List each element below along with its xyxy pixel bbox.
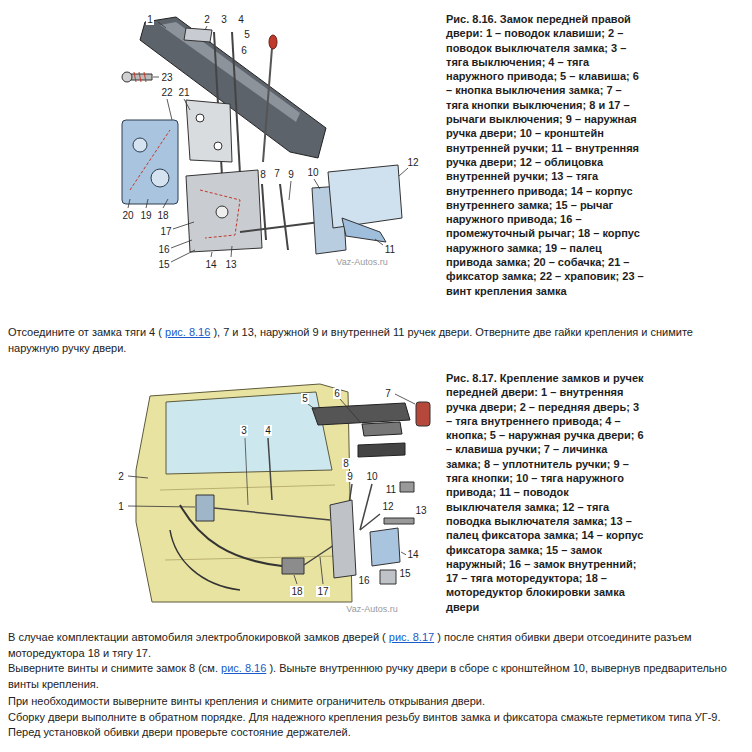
callout-number: 18 (156, 210, 169, 221)
paragraph: Перед установкой обивки двери проверьте … (8, 725, 740, 741)
callout-number: 3 (220, 14, 228, 25)
paragraph: В случае комплектации автомобиля электро… (8, 630, 740, 661)
figure-link: рис. 8.17 (389, 631, 434, 643)
callout-number: 23 (160, 72, 173, 83)
callout-number: 17 (316, 586, 329, 597)
watermark: Vaz-Autos.ru (335, 257, 388, 267)
callout-number: 19 (139, 210, 152, 221)
callout-number: 5 (243, 29, 251, 40)
paragraph: При необходимости выверните винты крепле… (8, 694, 740, 710)
callout-number: 2 (203, 14, 211, 25)
callout-number: 3 (240, 425, 248, 436)
callout-number: 5 (301, 393, 309, 404)
figure-link: рис. 8.16 (165, 326, 210, 338)
callout-number: 17 (159, 226, 172, 237)
callout-number: 18 (290, 586, 303, 597)
callout-number: 9 (346, 471, 354, 482)
figure-caption: Рис. 8.16. Замок передней правой двери: … (446, 12, 646, 298)
body-text: Перед установкой обивки двери проверьте … (8, 726, 351, 738)
body-text: Сборку двери выполните в обратном порядк… (8, 711, 721, 723)
callout-number: 13 (414, 505, 427, 516)
watermark: Vaz-Autos.ru (345, 604, 398, 614)
figure-link: рис. 8.16 (221, 662, 266, 674)
callout-number: 12 (381, 501, 394, 512)
callout-number: 1 (117, 501, 125, 512)
callout-number: 8 (259, 169, 267, 180)
callout-number: 15 (398, 568, 411, 579)
callout-number: 6 (333, 388, 341, 399)
callout-number: 22 (160, 87, 173, 98)
paragraph: Сборку двери выполните в обратном порядк… (8, 710, 740, 726)
body-text: Выверните винты и снимите замок 8 (см. (8, 662, 218, 674)
figure-caption: Рис. 8.17. Крепление замков и ручек пере… (446, 371, 644, 614)
callout-number: 12 (406, 157, 419, 168)
callout-number: 11 (384, 244, 396, 255)
body-text: При необходимости выверните винты крепле… (8, 695, 485, 707)
callout-number: 4 (237, 14, 245, 25)
callout-number: 20 (121, 210, 134, 221)
callout-number: 9 (287, 169, 295, 180)
callout-number: 10 (306, 167, 319, 178)
door-illustration (128, 384, 430, 602)
callout-number: 16 (157, 244, 170, 255)
callout-number: 7 (273, 168, 281, 179)
callout-number: 15 (157, 259, 170, 270)
door-lock-illustration (122, 17, 408, 262)
callout-number: 14 (406, 549, 419, 560)
paragraph: Выверните винты и снимите замок 8 (см.ри… (8, 661, 740, 692)
callout-number: 4 (264, 425, 272, 436)
body-text: В случае комплектации автомобиля электро… (8, 631, 386, 643)
callout-number: 10 (365, 471, 378, 482)
callout-number: 1 (146, 14, 154, 25)
callout-number: 13 (224, 259, 237, 270)
callout-number: 7 (384, 388, 392, 399)
callout-number: 11 (385, 484, 397, 495)
callout-number: 21 (177, 87, 190, 98)
callout-number: 16 (357, 575, 370, 586)
callout-number: 6 (240, 45, 248, 56)
body-text: Отсоедините от замка тяги 4 ( (8, 326, 162, 338)
callout-number: 2 (117, 471, 125, 482)
callout-number: 14 (204, 259, 217, 270)
callout-number: 8 (342, 458, 350, 469)
paragraph: Отсоедините от замка тяги 4 (рис. 8.16),… (8, 325, 740, 356)
